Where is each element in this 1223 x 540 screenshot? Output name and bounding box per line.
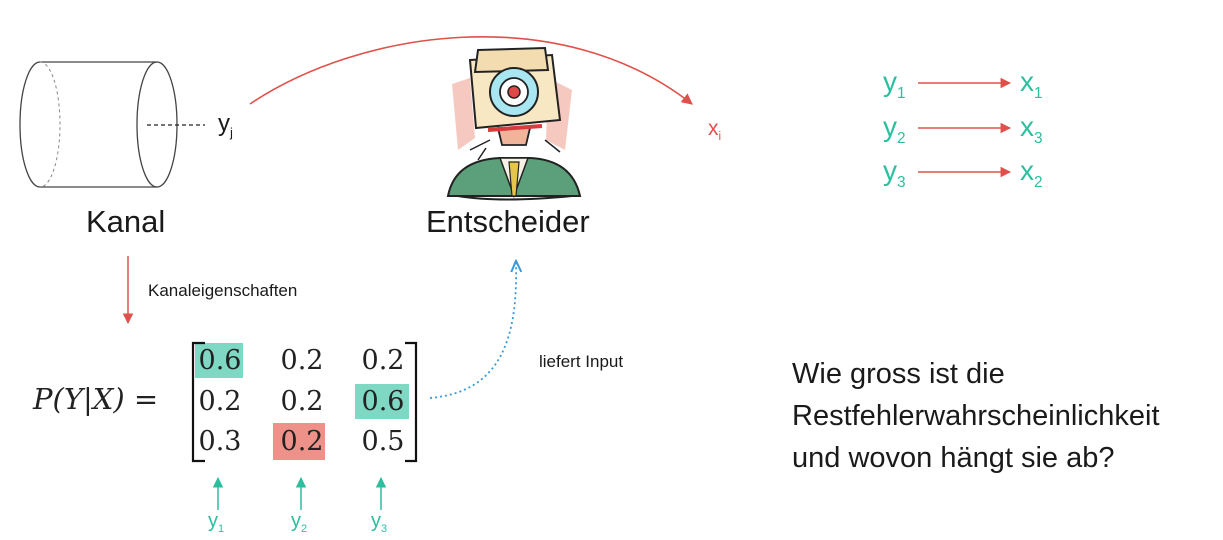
matrix-lhs: P(Y|X) = [33,382,159,416]
channel-cylinder-icon [19,61,205,188]
question-text: Wie gross ist die Restfehlerwahrscheinli… [792,353,1160,479]
mapping-row-2-y: y2 [883,111,906,147]
column-label-2-symbol: y [291,510,301,532]
decision-output-symbol: x [708,117,719,140]
channel-label: Kanal [86,204,166,239]
channel-output-symbol: y [218,110,230,137]
decision-output-index: i [718,131,722,144]
matrix-highlight-r2c3 [355,384,409,419]
channel-output-label: yj [218,110,233,140]
provides-input-label: liefert Input [539,352,624,371]
decider-illustration-icon [446,46,582,201]
mapping-row-3-y: y3 [883,155,906,191]
matrix-cell-r2c2: 0.2 [280,386,324,417]
mapping-row-3-x: x2 [1020,155,1043,191]
provides-input-arrow [429,262,516,399]
decision-arc-arrow [249,36,693,105]
matrix-cell-r3c2: 0.2 [280,426,324,457]
matrix-cell-r1c3: 0.2 [361,345,405,376]
column-label-1-symbol: y [208,510,218,532]
channel-properties-label: Kanaleigenschaften [148,281,298,300]
mapping-row-2-x: x3 [1020,111,1043,147]
matrix-cell-r2c3: 0.6 [361,386,405,417]
matrix-cell-r3c3: 0.5 [361,426,405,457]
column-label-2: y2 [291,510,308,535]
matrix-cell-r1c1: 0.6 [198,345,242,376]
mapping-row-1-x: x1 [1020,66,1043,102]
question-line-2: Restfehlerwahrscheinlichkeit [792,400,1160,432]
mapping-row-1-y: y1 [883,66,906,102]
matrix-cell-r1c2: 0.2 [280,345,324,376]
column-label-3-symbol: y [371,510,381,532]
column-label-3: y3 [371,510,388,535]
matrix-cell-r2c1: 0.2 [198,386,242,417]
question-line-3: und wovon hängt sie ab? [792,442,1115,474]
matrix-left-bracket [191,341,205,463]
decision-output-label: xi [708,117,722,144]
matrix-highlight-r1c1 [195,343,243,378]
matrix-highlight-r3c2 [273,423,325,460]
column-label-3-index: 3 [381,522,388,535]
column-label-2-index: 2 [301,522,308,535]
column-label-1: y1 [208,510,225,535]
channel-output-index: j [230,124,233,140]
matrix-cell-r3c1: 0.3 [198,426,242,457]
question-line-1: Wie gross ist die [792,358,1005,390]
column-label-1-index: 1 [218,522,225,535]
matrix-right-bracket [405,341,418,463]
decider-label: Entscheider [426,204,590,239]
